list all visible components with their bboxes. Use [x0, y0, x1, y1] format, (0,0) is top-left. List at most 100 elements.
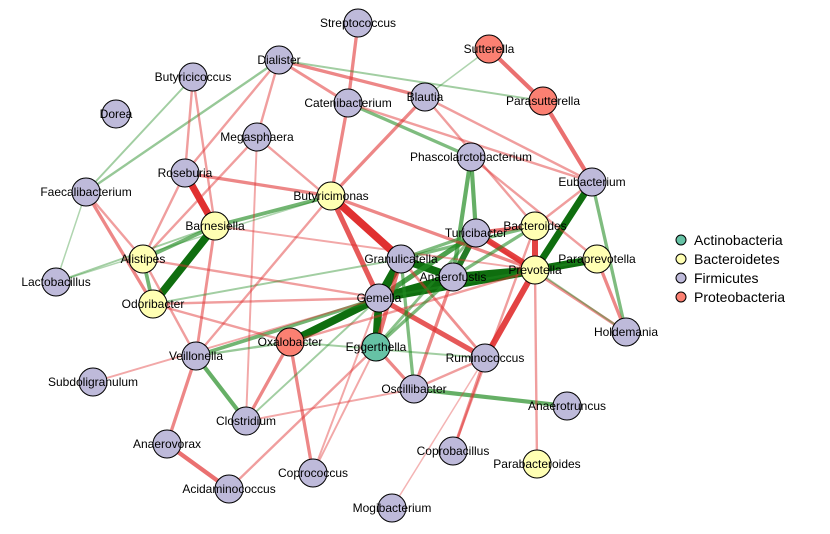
edge-odoribacter-granulicatella	[152, 258, 402, 305]
node-label-eubacterium: Eubacterium	[558, 175, 625, 189]
node-prevotella	[520, 255, 550, 285]
label-layer: StreptococcusSutterellaDialisterButyrici…	[21, 16, 658, 515]
edge-clostridium-oscillibacter	[245, 388, 415, 422]
edge-megasphaera-clostridium	[245, 136, 258, 422]
node-label-megasphaera: Megasphaera	[220, 130, 294, 144]
node-oscillibacter	[399, 374, 429, 404]
node-label-subdoligranulum: Subdoligranulum	[48, 375, 138, 389]
node-label-phascolarctobacterium: Phascolarctobacterium	[410, 150, 532, 164]
node-label-turicibacter: Turicibacter	[445, 226, 507, 240]
node-butyricicoccus	[178, 62, 208, 92]
node-label-anaerofustis: Anaerofustis	[420, 270, 487, 284]
node-phascolarctobacterium	[456, 142, 486, 172]
node-label-anaerotruncus: Anaerotruncus	[528, 399, 606, 413]
edge-ruminococcus-coprobacillus	[451, 356, 487, 453]
edge-butyricimonas-gemella	[328, 193, 382, 301]
node-bacteroides	[520, 211, 550, 241]
edge-oxalobacter-coprococcus	[288, 340, 315, 475]
node-label-alistipes: Alistipes	[121, 252, 166, 266]
edge-faecalibacterium-lactobacillus	[55, 191, 87, 283]
node-label-gemella: Gemella	[357, 291, 402, 305]
node-label-eggerthella: Eggerthella	[346, 340, 407, 354]
edge-barnesiella-odoribacter	[149, 222, 219, 308]
node-label-parasutterella: Parasutterella	[506, 94, 580, 108]
edge-veillonella-butyricimonas	[194, 194, 333, 358]
edge-prevotella-ruminococcus	[482, 267, 538, 361]
node-label-butyricicoccus: Butyricicoccus	[155, 70, 232, 84]
edge-parasutterella-eubacterium	[540, 98, 595, 185]
node-sutterella	[474, 34, 504, 64]
edge-butyricicoccus-faecalibacterium	[85, 76, 194, 193]
edge-catenibacterium-phascolarctobacterium	[346, 101, 473, 159]
edge-alistipes-gemella	[141, 257, 381, 300]
legend-label-firmicutes: Firmicutes	[694, 270, 759, 286]
node-ruminococcus	[470, 343, 500, 373]
node-catenibacterium	[333, 88, 363, 118]
edge-gemella-paraprevotella	[377, 257, 599, 300]
node-butyricimonas	[316, 181, 346, 211]
node-label-mogibacterium: Mogibacterium	[353, 501, 432, 515]
edge-eggerthella-turicibacter	[374, 231, 478, 349]
edge-butyricicoccus-roseburia	[183, 75, 195, 175]
node-blautia	[410, 82, 440, 112]
node-alistipes	[128, 244, 158, 274]
legend-label-bacteroidetes: Bacteroidetes	[694, 251, 780, 267]
edge-dialister-roseburia	[183, 58, 281, 175]
node-gemella	[364, 283, 394, 313]
legend-label-actinobacteria: Actinobacteria	[694, 232, 783, 248]
node-label-ruminococcus: Ruminococcus	[446, 351, 525, 365]
node-holdemania	[611, 317, 641, 347]
node-acidaminococcus	[214, 474, 244, 504]
node-parabacteroides	[522, 449, 552, 479]
edge-mogibacterium-ruminococcus	[391, 357, 486, 509]
node-faecalibacterium	[71, 177, 101, 207]
edge-anaerofustis-bacteroides	[451, 224, 537, 279]
node-label-parabacteroides: Parabacteroides	[493, 457, 580, 471]
node-eggerthella	[361, 332, 391, 362]
node-label-butyricimonas: Butyricimonas	[293, 189, 368, 203]
edge-gemella-oxalobacter	[286, 294, 383, 346]
edge-anaerofustis-oscillibacter	[412, 275, 455, 391]
legend-swatch-firmicutes	[675, 272, 687, 284]
node-label-dialister: Dialister	[257, 53, 300, 67]
node-label-bacteroides: Bacteroides	[503, 219, 566, 233]
edge-subdoligranulum-gemella	[92, 297, 380, 383]
edge-alistipes-veillonella	[141, 257, 198, 358]
node-anaerovorax	[152, 429, 182, 459]
legend-swatch-actinobacteria	[675, 234, 687, 246]
node-label-lactobacillus: Lactobacillus	[21, 275, 90, 289]
node-megasphaera	[242, 122, 272, 152]
node-mogibacterium	[377, 493, 407, 523]
node-label-barnesiella: Barnesiella	[185, 219, 245, 233]
node-label-blautia: Blautia	[407, 90, 444, 104]
edge-turicibacter-holdemania	[474, 231, 628, 334]
node-label-clostridium: Clostridium	[216, 414, 276, 428]
edge-roseburia-alistipes	[141, 171, 187, 261]
edge-butyricimonas-granulicatella	[327, 192, 405, 263]
node-label-prevotella: Prevotella	[508, 263, 562, 277]
node-label-coprococcus: Coprococcus	[278, 466, 348, 480]
legend-swatch-bacteroidetes	[675, 253, 687, 265]
node-clostridium	[231, 406, 261, 436]
edge-eggerthella-anaerofustis	[374, 275, 455, 349]
legend-swatch-proteobacteria	[675, 291, 687, 303]
edge-lactobacillus-butyricimonas	[55, 195, 332, 283]
edge-barnesiella-veillonella	[194, 224, 217, 358]
node-label-coprobacillus: Coprobacillus	[417, 444, 490, 458]
node-granulicatella	[386, 244, 416, 274]
edge-barnesiella-prevotella	[214, 225, 536, 271]
node-parasutterella	[528, 86, 558, 116]
edge-parabacteroides-prevotella	[533, 268, 539, 466]
node-eubacterium	[577, 167, 607, 197]
node-veillonella	[181, 341, 211, 371]
node-label-catenibacterium: Catenibacterium	[304, 96, 391, 110]
node-odoribacter	[138, 289, 168, 319]
edge-faecalibacterium-dialister	[84, 58, 281, 194]
node-turicibacter	[461, 218, 491, 248]
node-dialister	[264, 45, 294, 75]
node-label-anaerovorax: Anaerovorax	[133, 437, 201, 451]
edge-ruminococcus-granulicatella	[399, 257, 487, 360]
node-barnesiella	[200, 211, 230, 241]
node-lactobacillus	[41, 267, 71, 297]
edge-butyricimonas-prevotella	[329, 194, 537, 272]
